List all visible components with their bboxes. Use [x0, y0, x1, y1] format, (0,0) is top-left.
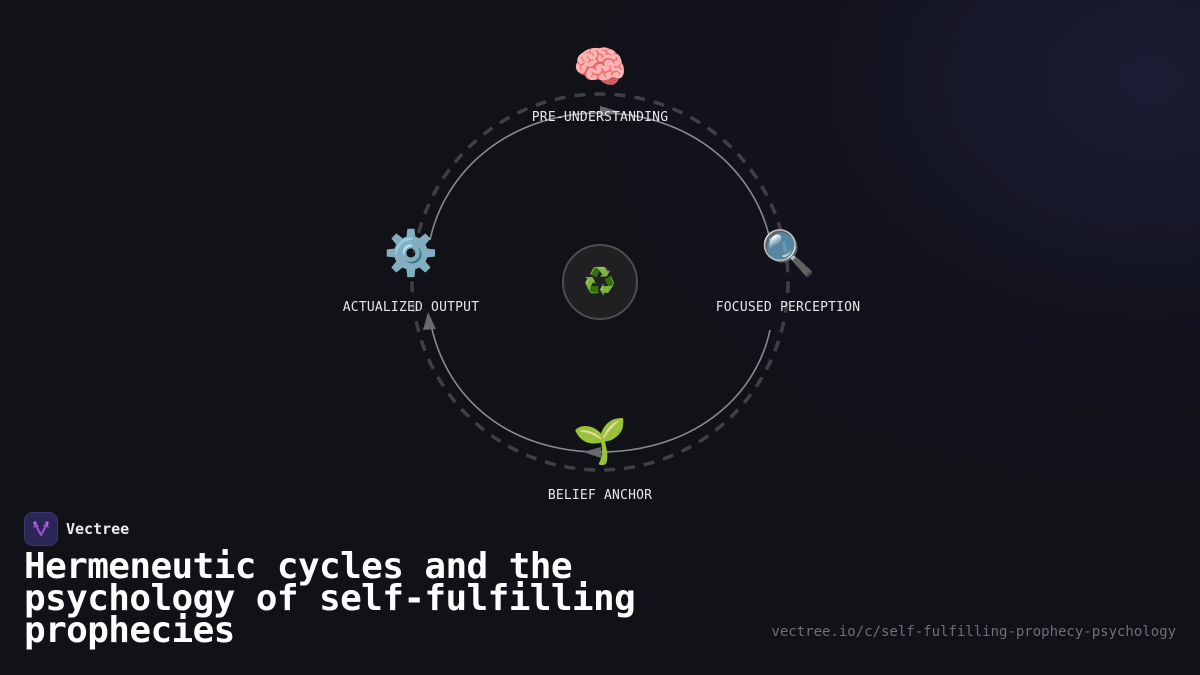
- node-pre-understanding: 🧠 PRE-UNDERSTANDING: [532, 42, 668, 125]
- vectree-logo-icon: [24, 512, 58, 546]
- center-hub: ♻️: [562, 244, 638, 320]
- node-label: FOCUSED PERCEPTION: [715, 300, 861, 315]
- arrow-head-left: [423, 312, 436, 330]
- arrow-head-top: [600, 106, 620, 117]
- arc-belief-to-output: [429, 319, 601, 453]
- node-label: ACTUALIZED OUTPUT: [342, 300, 480, 315]
- seedling-icon: 🌱: [572, 416, 628, 467]
- node-belief-anchor: 🌱 BELIEF ANCHOR: [548, 416, 652, 503]
- arrow-head-bottom: [583, 447, 601, 458]
- arc-output-to-preunderstanding: [429, 112, 601, 241]
- page-url: vectree.io/c/self-fulfilling-prophecy-ps…: [771, 624, 1176, 640]
- recycle-icon: ♻️: [583, 267, 617, 297]
- page-title: Hermeneutic cycles and the psychology of…: [24, 546, 636, 651]
- magnifying-glass-icon: 🔍: [760, 228, 816, 279]
- node-label: PRE-UNDERSTANDING: [531, 110, 669, 125]
- node-focused-perception: 🔍 FOCUSED PERCEPTION: [716, 228, 860, 315]
- brand-name: Vectree: [66, 520, 130, 538]
- dashed-ring: [410, 92, 790, 472]
- brain-icon: 🧠: [572, 42, 628, 93]
- arc-preunderstanding-to-perception: [599, 112, 771, 241]
- brand: Vectree: [24, 512, 129, 546]
- arc-perception-to-belief: [599, 329, 771, 453]
- gear-icon: ⚙️: [383, 228, 439, 279]
- node-label: BELIEF ANCHOR: [547, 488, 653, 503]
- node-actualized-output: ⚙️ ACTUALIZED OUTPUT: [343, 228, 479, 315]
